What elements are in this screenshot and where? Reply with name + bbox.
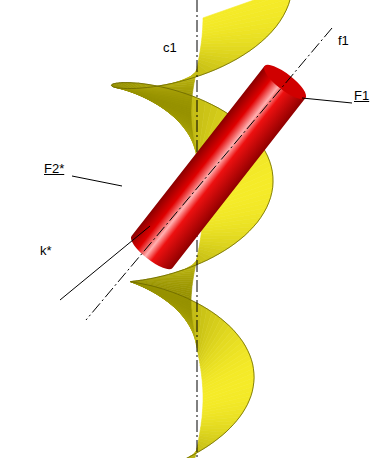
axis-label: c1: [163, 40, 177, 55]
axis-label: f1: [338, 33, 349, 48]
helicoid-strip: [132, 88, 193, 92]
axis-line: [86, 28, 332, 320]
part-label: k*: [40, 243, 52, 258]
leader-line: [72, 176, 122, 186]
leader-line: [60, 226, 150, 300]
cylinder: [127, 60, 311, 275]
helicoid-strip: [143, 279, 192, 284]
cylinder-side: [127, 66, 306, 274]
leader-line: [302, 98, 352, 103]
cylinder-body: [127, 60, 311, 275]
part-label: F1: [354, 88, 369, 103]
helicoid-strip: [137, 88, 194, 90]
part-label: F2*: [44, 161, 64, 176]
helicoid-strip: [128, 89, 193, 95]
helicoid-strip: [201, 42, 261, 47]
